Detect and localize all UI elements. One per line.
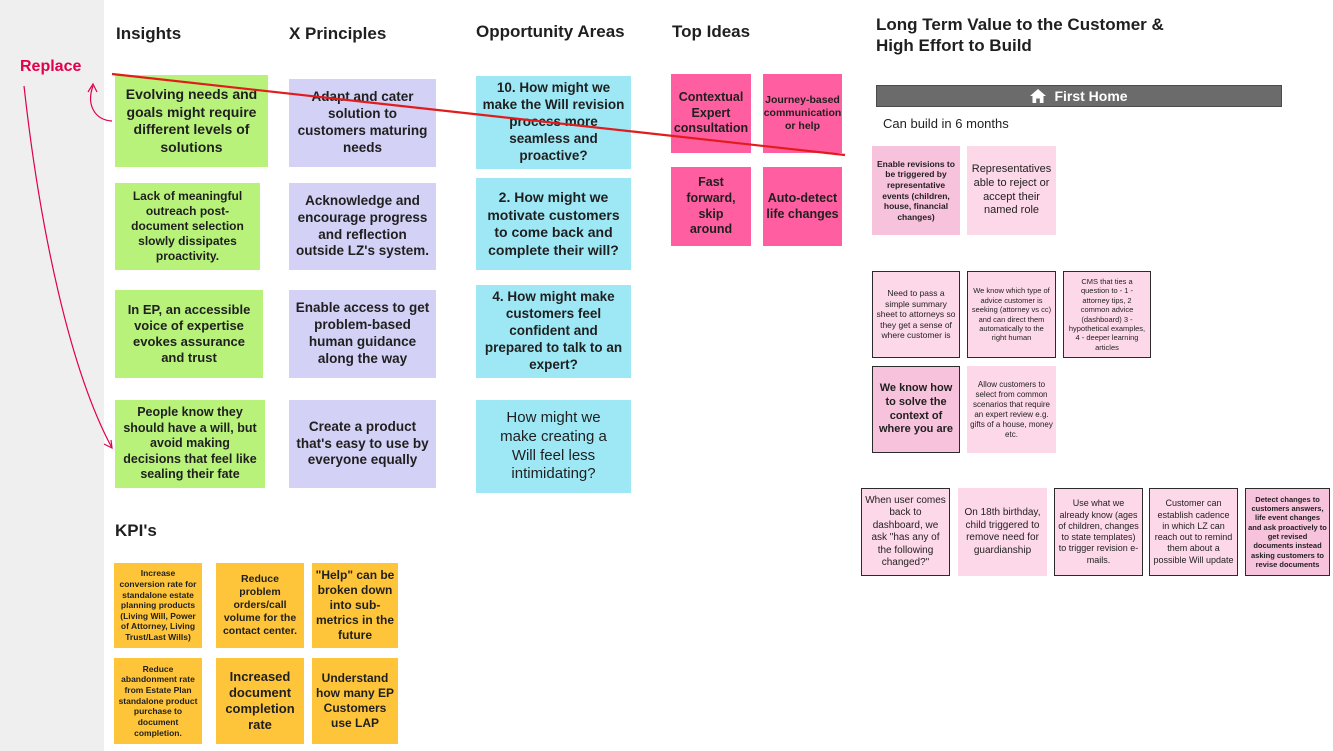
insight-note[interactable]: Lack of meaningful outreach post-documen… [115, 183, 260, 270]
kpi-note[interactable]: Reduce problem orders/call volume for th… [216, 563, 304, 648]
kpi-heading: KPI's [115, 521, 157, 540]
insights-heading: Insights [116, 24, 182, 43]
curved-arrow-top [90, 85, 113, 122]
first-home-banner[interactable]: First Home [876, 85, 1282, 107]
idea-note[interactable]: Fast forward, skip around [671, 167, 751, 246]
long-term-note[interactable]: Representatives able to reject or accept… [967, 146, 1056, 235]
long-term-heading-line2: High Effort to Build [876, 36, 1032, 56]
long-term-note[interactable]: On 18th birthday, child triggered to rem… [958, 488, 1047, 576]
long-term-note[interactable]: We know how to solve the context of wher… [872, 366, 960, 453]
insight-note[interactable]: People know they should have a will, but… [115, 400, 265, 488]
idea-note[interactable]: Contextual Expert consultation [671, 74, 751, 153]
idea-note[interactable]: Journey-based communication or help [763, 74, 842, 153]
long-term-note[interactable]: Allow customers to select from common sc… [967, 366, 1056, 453]
long-term-note[interactable]: When user comes back to dashboard, we as… [861, 488, 950, 576]
long-term-note[interactable]: CMS that ties a question to - 1 - attorn… [1063, 271, 1151, 358]
long-term-note[interactable]: Use what we already know (ages of childr… [1054, 488, 1143, 576]
long-term-note[interactable]: Customer can establish cadence in which … [1149, 488, 1238, 576]
principles-heading: X Principles [289, 24, 387, 43]
long-term-note[interactable]: We know which type of advice customer is… [967, 271, 1056, 358]
insight-note[interactable]: Evolving needs and goals might require d… [115, 75, 268, 167]
kpi-note[interactable]: Increase conversion rate for standalone … [114, 563, 202, 648]
idea-note[interactable]: Auto-detect life changes [763, 167, 842, 246]
principle-note[interactable]: Enable access to get problem-based human… [289, 290, 436, 378]
opportunity-note[interactable]: How might we make creating a Will feel l… [476, 400, 631, 493]
top-ideas-heading: Top Ideas [672, 22, 751, 41]
principle-note[interactable]: Acknowledge and encourage progress and r… [289, 183, 436, 270]
curved-arrow-long [23, 85, 113, 449]
principle-note[interactable]: Create a product that's easy to use by e… [289, 400, 436, 488]
long-term-note[interactable]: Enable revisions to be triggered by repr… [872, 146, 960, 235]
opportunity-note[interactable]: 2. How might we motivate customers to co… [476, 178, 631, 270]
principle-note[interactable]: Adapt and cater solution to customers ma… [289, 79, 436, 167]
long-term-note[interactable]: Need to pass a simple summary sheet to a… [872, 271, 960, 358]
opportunities-heading: Opportunity Areas [476, 22, 625, 41]
banner-label: First Home [1054, 88, 1128, 104]
long-term-heading-line1: Long Term Value to the Customer & [876, 15, 1164, 34]
insight-note[interactable]: In EP, an accessible voice of expertise … [115, 290, 263, 378]
curved-arrow-long-head [103, 439, 113, 450]
kpi-note[interactable]: Understand how many EP Customers use LAP [312, 658, 398, 744]
home-icon [1030, 89, 1047, 103]
build-time-text: Can build in 6 months [883, 116, 1009, 131]
replace-label: Replace [20, 58, 82, 75]
kpi-note[interactable]: Increased document completion rate [216, 658, 304, 744]
opportunity-note[interactable]: 4. How might make customers feel confide… [476, 285, 631, 378]
long-term-note[interactable]: Detect changes to customers answers, lif… [1245, 488, 1330, 576]
kpi-note[interactable]: Reduce abandonment rate from Estate Plan… [114, 658, 202, 744]
long-term-heading: Long Term Value to the Customer & High E… [876, 14, 1164, 57]
curved-arrow-top-head [87, 82, 98, 93]
kpi-note[interactable]: "Help" can be broken down into sub-metri… [312, 563, 398, 648]
